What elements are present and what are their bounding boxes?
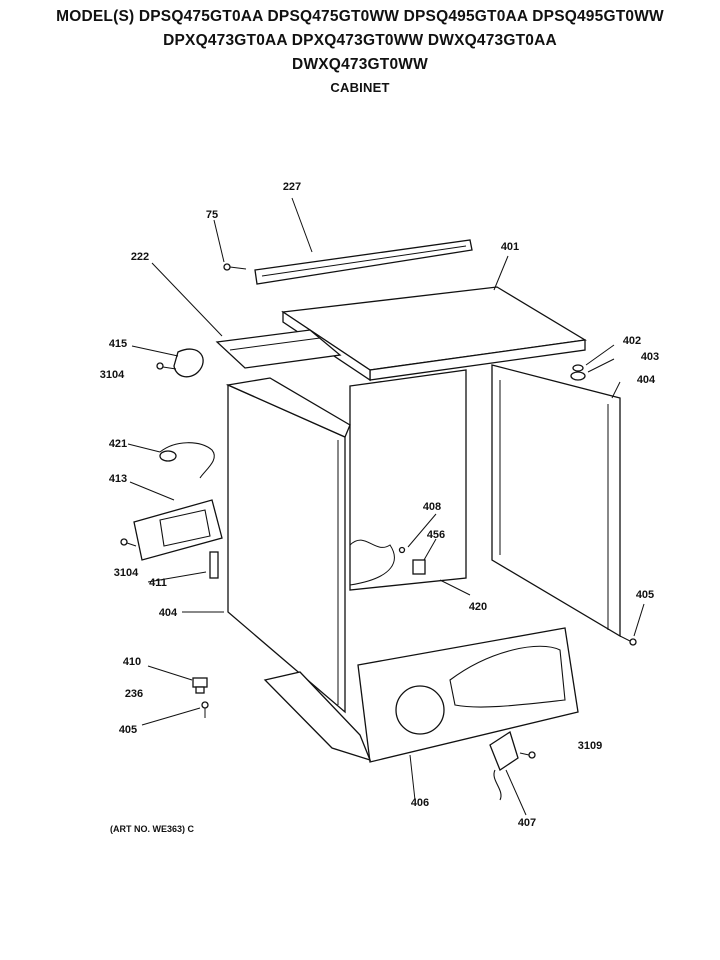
part-3109-screw — [519, 751, 536, 759]
part-227-rail — [254, 239, 473, 285]
label-402: 402 — [623, 335, 641, 347]
part-75-screw — [223, 263, 247, 271]
part-404-left-side — [227, 383, 346, 714]
label-415: 415 — [109, 338, 127, 350]
label-456: 456 — [427, 529, 445, 541]
part-410-foot — [192, 677, 208, 688]
label-408-upper: 408 — [423, 501, 441, 513]
part-401-top — [281, 286, 587, 371]
part-408-pin — [398, 546, 406, 554]
part-406-base — [357, 627, 579, 763]
part-415-bracket — [173, 348, 204, 378]
part-402-part — [570, 371, 586, 381]
label-3104-top: 3104 — [100, 369, 125, 381]
label-404-left: 404 — [159, 607, 178, 619]
part-421-cord — [159, 442, 215, 479]
label-421: 421 — [109, 438, 127, 450]
label-404-right: 404 — [637, 374, 656, 386]
part-403-part — [572, 364, 584, 372]
part-3104-screw-top — [156, 362, 177, 370]
label-401: 401 — [501, 241, 519, 253]
label-406: 406 — [411, 797, 429, 809]
part-405-screw-right — [619, 635, 637, 646]
part-3104-screw-left — [120, 538, 137, 547]
part-411-strap — [209, 551, 219, 579]
model-list-line-1: MODEL(S) DPSQ475GT0AA DPSQ475GT0WW DPSQ4… — [56, 8, 664, 25]
label-411: 411 — [149, 577, 167, 589]
label-405-left: 405 — [119, 724, 137, 736]
label-403: 403 — [641, 351, 659, 363]
part-405-screw-left — [201, 701, 209, 718]
label-407: 407 — [518, 817, 536, 829]
part-413-block — [133, 499, 223, 561]
label-222: 222 — [131, 251, 149, 263]
label-413: 413 — [109, 473, 127, 485]
part-404-right-side — [491, 364, 621, 638]
label-236: 236 — [125, 688, 143, 700]
label-420: 420 — [469, 601, 487, 613]
leader-lines — [127, 197, 645, 816]
base-vent-hole — [395, 685, 445, 735]
label-3109: 3109 — [578, 740, 602, 752]
base-runner — [263, 671, 372, 762]
section-title: CABINET — [330, 80, 390, 95]
art-number: (ART NO. WE363) C — [110, 824, 195, 834]
part-236-pad — [195, 686, 205, 694]
label-3104-left: 3104 — [114, 567, 139, 579]
part-407-clamp — [489, 730, 519, 771]
rear-wall — [349, 369, 467, 591]
label-405-right: 405 — [636, 589, 654, 601]
part-456-clip — [412, 559, 426, 575]
label-227: 227 — [283, 181, 301, 193]
model-list-line-2: DPXQ473GT0AA DPXQ473GT0WW DWXQ473GT0AA — [163, 32, 557, 49]
label-410: 410 — [123, 656, 141, 668]
model-list-line-3: DWXQ473GT0WW — [292, 56, 428, 73]
label-75: 75 — [206, 209, 218, 221]
